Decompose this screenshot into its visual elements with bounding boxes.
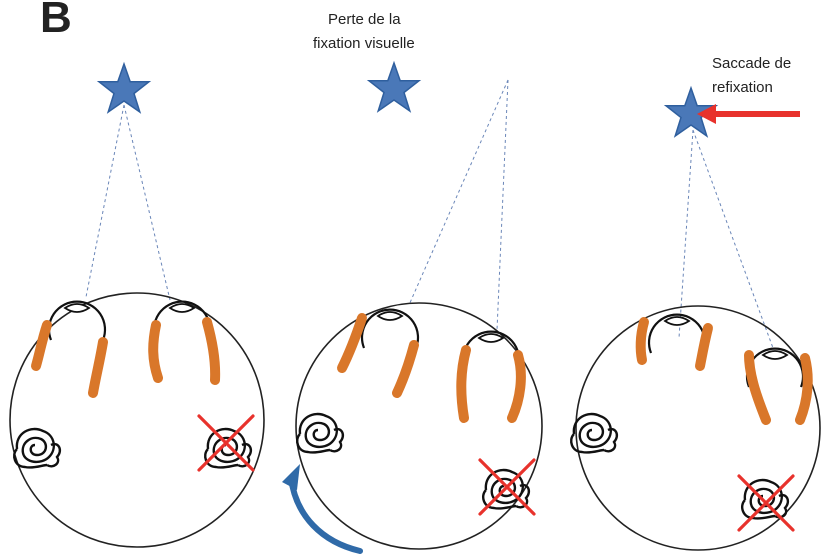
target-star-icon-2 [368, 62, 420, 112]
right-eye-icon [152, 300, 212, 342]
head-2 [295, 302, 543, 550]
refixation-saccade-label-line2: refixation [712, 79, 773, 96]
rotation-arrow-icon [282, 464, 363, 554]
left-inner-ear-icon [295, 412, 345, 454]
head-3 [569, 305, 821, 551]
eye-muscles [337, 313, 526, 423]
head-outline [575, 305, 821, 551]
loss-fixation-label-line2: fixation visuelle [313, 35, 415, 52]
head-outline [295, 302, 543, 550]
refixation-saccade-label-line1: Saccade de [712, 55, 791, 72]
left-eye-icon [647, 313, 707, 355]
loss-fixation-label-line1: Perte de la [328, 11, 401, 28]
sightlines [85, 79, 774, 349]
right-eye-icon [461, 330, 521, 372]
target-star-icon-1 [98, 63, 150, 113]
panel-letter: B [40, 0, 72, 42]
eye-muscles [31, 317, 221, 398]
left-inner-ear-icon [12, 427, 62, 469]
head-1 [9, 292, 265, 548]
saccade-arrow-icon [697, 104, 800, 124]
lesion-cross-icon [737, 474, 795, 532]
eye-muscles [635, 317, 813, 425]
head-outline [9, 292, 265, 548]
left-eye-icon [360, 308, 420, 350]
